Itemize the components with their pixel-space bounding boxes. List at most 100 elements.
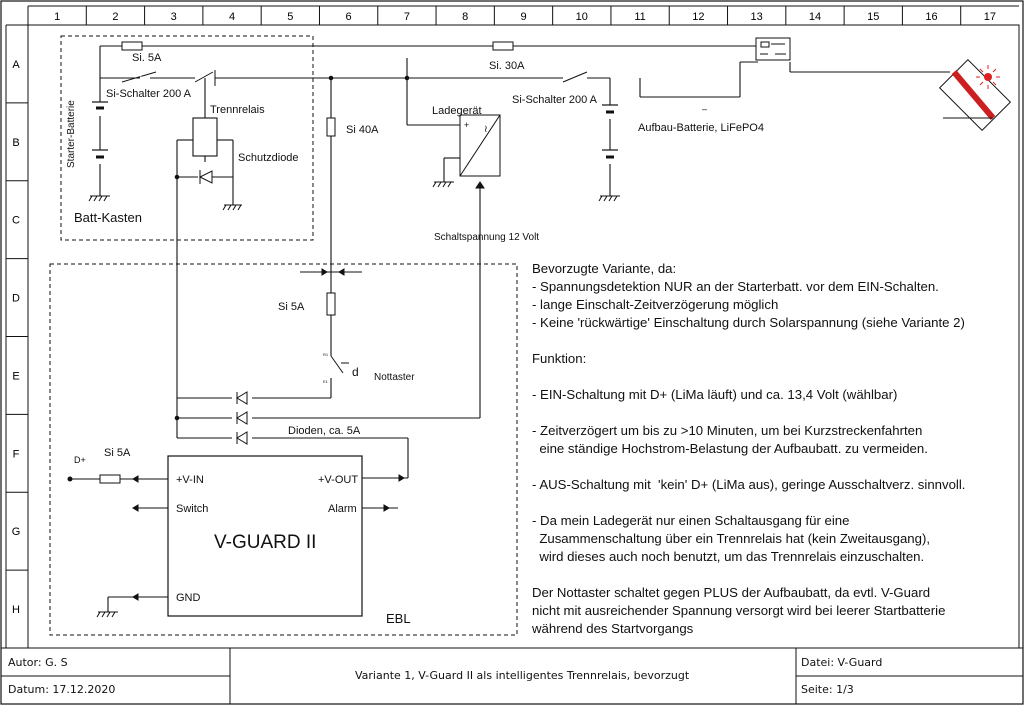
breaker-right-label: Si-Schalter 200 A bbox=[512, 94, 598, 106]
battery-symbols bbox=[92, 101, 618, 159]
fuse-5a-top-label: Si. 5A bbox=[132, 52, 162, 64]
vguard-pin-vin: +V-IN bbox=[176, 474, 204, 486]
note-line: - Keine 'rückwärtige' Einschaltung durch… bbox=[532, 315, 965, 330]
fuse-30a bbox=[492, 41, 514, 51]
row-ruler: A B C D E F G H bbox=[6, 24, 28, 616]
svg-text:E1: E1 bbox=[323, 379, 329, 384]
note-line bbox=[532, 404, 1018, 422]
title-block bbox=[1, 647, 1023, 704]
relay-label: Trennrelais bbox=[210, 104, 265, 116]
note-line: Funktion: bbox=[532, 351, 587, 366]
row-label: B bbox=[12, 137, 19, 149]
note-line: - Zeitverzögert um bis zu >10 Minuten, u… bbox=[532, 423, 923, 438]
note-line: - Spannungsdetektion NUR an der Starterb… bbox=[532, 279, 939, 294]
solar-panel bbox=[938, 58, 1012, 132]
protection-diode bbox=[198, 170, 213, 184]
column-label: 2 bbox=[112, 11, 118, 23]
d-plus-label: D+ bbox=[74, 455, 86, 465]
relay-coil bbox=[192, 117, 218, 157]
fuse-40-label: Si 40A bbox=[346, 124, 379, 136]
column-label: 14 bbox=[809, 11, 821, 23]
contact-d-label: d bbox=[352, 365, 359, 379]
note-line: nicht mit ausreichender Spannung versorg… bbox=[532, 603, 946, 618]
row-label: D bbox=[12, 293, 20, 305]
fuse-40a bbox=[326, 117, 336, 137]
charger-symbol: + ≀ bbox=[459, 114, 501, 189]
note-line bbox=[532, 566, 1018, 584]
wires bbox=[70, 45, 950, 612]
column-label: 1 bbox=[54, 11, 60, 23]
column-label: 9 bbox=[520, 11, 526, 23]
vguard-box bbox=[167, 455, 363, 617]
title-description: Variante 1, V-Guard II als intelligentes… bbox=[355, 669, 690, 682]
starter-battery-label: Starter-Batterie bbox=[66, 100, 77, 168]
note-line: - lange Einschalt-Zeitverzögerung möglic… bbox=[532, 297, 779, 312]
fuse-5a-f bbox=[99, 474, 121, 484]
fuse-5a-f-label: Si 5A bbox=[104, 447, 131, 459]
note-line: während des Startvorgangs bbox=[532, 621, 694, 636]
row-label: H bbox=[12, 604, 20, 616]
row-label: F bbox=[13, 448, 20, 460]
note-line: Der Nottaster schaltet gegen PLUS der Au… bbox=[532, 585, 931, 600]
fuse-5a-d-label: Si 5A bbox=[278, 301, 305, 313]
vguard-title: V-GUARD II bbox=[214, 532, 316, 553]
column-label: 3 bbox=[171, 11, 177, 23]
charger-label: Ladegerät bbox=[432, 105, 482, 117]
title-author: Autor: G. S bbox=[8, 656, 68, 669]
notes-panel: Bevorzugte Variante, da: - Spannungsdetek… bbox=[532, 260, 1018, 638]
row-label: G bbox=[12, 526, 21, 538]
row-label: C bbox=[12, 215, 20, 227]
emergency-button-label: Nottaster bbox=[374, 372, 415, 383]
ebl-box-title: EBL bbox=[386, 611, 411, 626]
title-page: Seite: 1/3 bbox=[801, 683, 854, 696]
column-label: 7 bbox=[404, 11, 410, 23]
ebl-box-frame bbox=[49, 263, 518, 636]
diodes-label: Dioden, ca. 5A bbox=[288, 425, 361, 437]
row-label: E bbox=[12, 370, 19, 382]
vguard-pin-switch: Switch bbox=[176, 503, 208, 515]
note-line: Bevorzugte Variante, da: bbox=[532, 261, 677, 276]
column-label: 6 bbox=[346, 11, 352, 23]
batt-box-title: Batt-Kasten bbox=[74, 210, 142, 225]
fuse-30-label: Si. 30A bbox=[489, 60, 525, 72]
note-line bbox=[532, 494, 1018, 512]
title-date: Datum: 17.12.2020 bbox=[8, 683, 116, 696]
column-label: 11 bbox=[634, 11, 645, 23]
column-label: 10 bbox=[576, 11, 588, 23]
vguard-pin-alarm: Alarm bbox=[328, 503, 357, 515]
fuse-5a-d bbox=[326, 292, 336, 316]
column-label: 4 bbox=[229, 11, 235, 23]
connector-symbols bbox=[67, 75, 410, 601]
column-label: 13 bbox=[751, 11, 763, 23]
breaker-left-label: Si-Schalter 200 A bbox=[106, 88, 192, 100]
vguard-pin-gnd: GND bbox=[176, 592, 201, 604]
note-line: - AUS-Schaltung mit 'kein' D+ (LiMa aus)… bbox=[532, 477, 966, 492]
switch-voltage-label: Schaltspannung 12 Volt bbox=[434, 232, 539, 243]
svg-text:R1: R1 bbox=[323, 352, 329, 357]
column-label: 15 bbox=[867, 11, 879, 23]
svg-text:≀: ≀ bbox=[484, 124, 488, 135]
title-file: Datei: V-Guard bbox=[801, 656, 883, 669]
fuse-5a-top bbox=[121, 41, 143, 51]
sun-icon bbox=[984, 73, 992, 81]
note-line bbox=[532, 332, 1018, 350]
row-label: A bbox=[12, 59, 20, 71]
fuses bbox=[99, 41, 514, 484]
note-line: eine ständige Hochstrom-Belastung der Au… bbox=[532, 441, 928, 456]
note-line: - EIN-Schaltung mit D+ (LiMa läuft) und … bbox=[532, 387, 898, 402]
diode-label: Schutzdiode bbox=[238, 152, 299, 164]
note-line bbox=[532, 368, 1018, 386]
small-mark: – bbox=[702, 104, 707, 114]
note-line: Zusammenschaltung über ein Trennrelais h… bbox=[532, 531, 931, 546]
svg-text:+: + bbox=[464, 120, 469, 130]
solar-controller bbox=[755, 37, 791, 61]
column-label: 12 bbox=[692, 11, 704, 23]
column-label: 17 bbox=[984, 11, 996, 23]
batt-box-frame bbox=[60, 35, 314, 241]
ladder-diodes bbox=[236, 391, 248, 445]
column-label: 5 bbox=[287, 11, 293, 23]
note-line: wird dieses auch noch benutzt, um das Tr… bbox=[532, 549, 925, 564]
